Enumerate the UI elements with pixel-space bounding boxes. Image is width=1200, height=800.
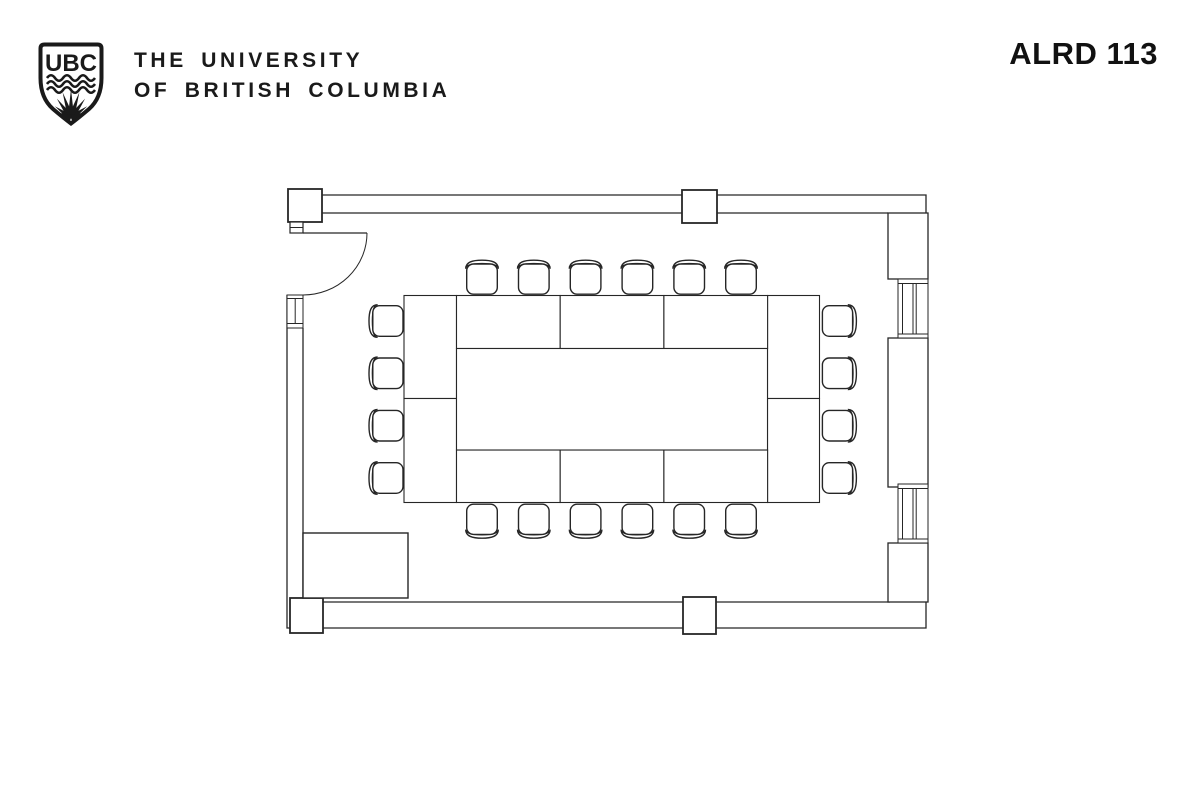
door-swing-arc <box>302 232 368 296</box>
chair <box>672 503 707 539</box>
credenza <box>302 532 409 599</box>
wordmark-line-1: THE UNIVERSITY <box>134 49 364 72</box>
chair <box>516 259 551 295</box>
chair <box>821 408 858 443</box>
chair <box>821 356 858 391</box>
window-right-1 <box>897 278 929 339</box>
wordmark-line-2: OF BRITISH COLUMBIA <box>134 78 451 102</box>
chair <box>516 503 551 539</box>
floor-plan <box>286 188 929 635</box>
wall-pier <box>887 542 929 603</box>
university-wordmark: THE UNIVERSITY OF BRITISH COLUMBIA <box>134 46 450 105</box>
conference-table <box>403 294 821 504</box>
column-bottom-left <box>289 597 324 634</box>
entrance-door <box>289 221 368 296</box>
logo-monogram: UBC <box>45 50 97 77</box>
chair <box>620 259 655 295</box>
wall-pier <box>887 212 929 280</box>
ubc-shield-icon: UBC <box>38 42 104 126</box>
table-hollow-center <box>455 347 769 451</box>
windows <box>286 278 929 544</box>
waves-icon <box>45 73 97 95</box>
table-section <box>663 294 769 350</box>
table-section <box>455 294 561 350</box>
chair <box>821 461 858 495</box>
chair <box>465 259 499 295</box>
table-section <box>766 294 821 400</box>
chair <box>368 408 404 443</box>
table-section <box>766 397 821 504</box>
window-left <box>286 294 304 329</box>
chair <box>368 461 404 495</box>
ubc-crest-logo: UBC <box>38 42 104 126</box>
column-top-left <box>287 188 323 223</box>
outer-wall <box>286 194 927 629</box>
chair <box>672 259 707 295</box>
chair <box>620 503 655 539</box>
table-section <box>403 397 458 504</box>
table-section <box>559 449 665 504</box>
chair <box>724 503 758 539</box>
sunburst-icon <box>54 89 88 121</box>
chair <box>465 503 499 539</box>
chair <box>568 259 603 295</box>
chair <box>568 503 603 539</box>
chair <box>368 356 404 391</box>
table-section <box>455 449 561 504</box>
column-top-middle <box>681 189 718 224</box>
chair <box>821 304 858 338</box>
table-section <box>559 294 665 350</box>
chair <box>724 259 758 295</box>
room-walls <box>286 194 929 629</box>
chair <box>368 304 404 338</box>
structural-columns <box>287 188 718 635</box>
table-section <box>663 449 769 504</box>
column-bottom-middle <box>682 596 717 635</box>
wall-pier <box>887 337 929 488</box>
room-code-label: ALRD 113 <box>1009 36 1158 71</box>
table-section <box>403 294 458 400</box>
window-right-2 <box>897 483 929 544</box>
